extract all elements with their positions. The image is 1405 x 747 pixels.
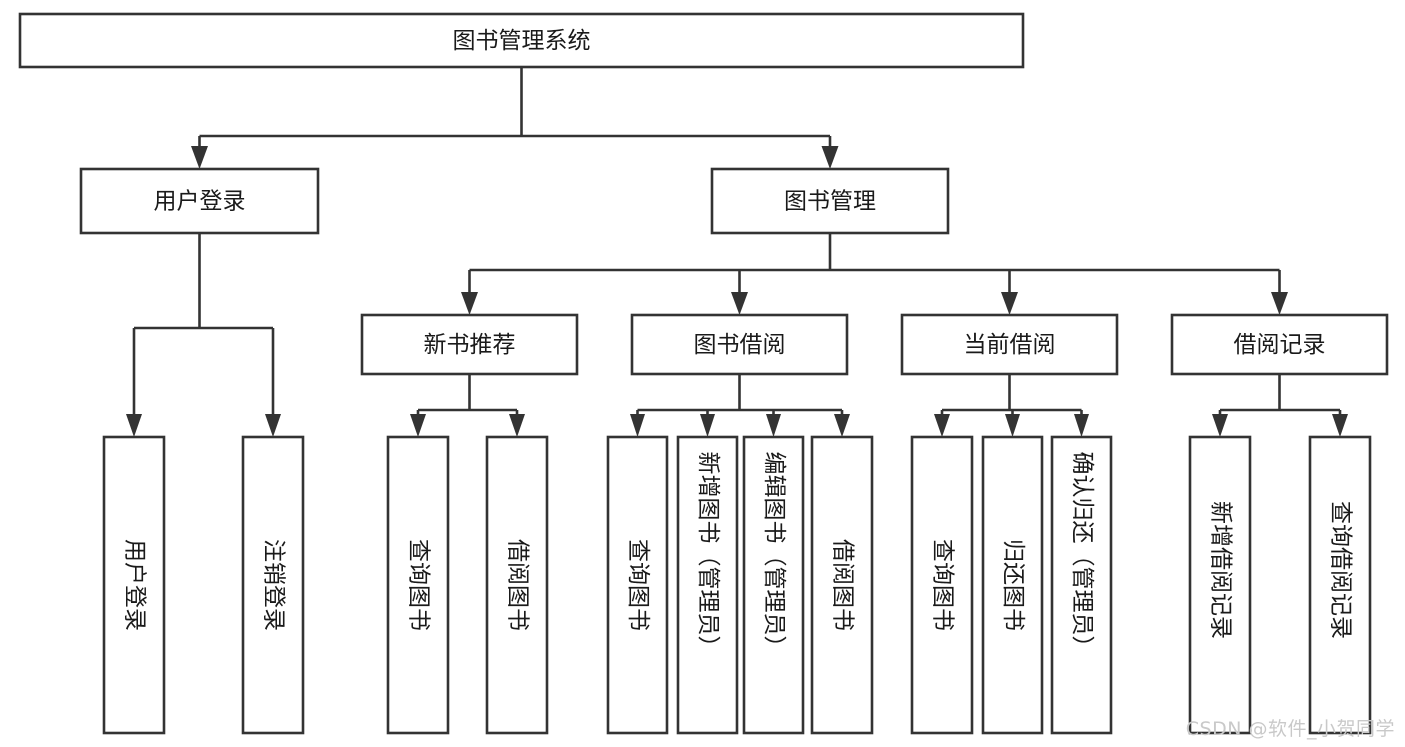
node-leaf-user-login[interactable]: 用户登录 [102, 435, 166, 735]
node-leaf-query-book-2-box[interactable] [606, 435, 669, 735]
node-root-box[interactable] [18, 12, 1025, 69]
node-leaf-edit-book-admin-label: 编辑图书（管理员） [761, 452, 787, 659]
node-leaf-query-borrow-record[interactable]: 查询借阅记录 [1308, 435, 1372, 735]
node-leaf-borrow-book-1-box[interactable] [485, 435, 549, 735]
edges-layer [126, 67, 1348, 437]
node-leaf-query-book-2-label: 查询图书 [625, 539, 651, 631]
arrow-head-icon [1271, 292, 1288, 315]
arrow-head-icon [265, 414, 281, 437]
arrow-head-icon [934, 414, 950, 437]
node-new-book-recommend-label: 新书推荐 [424, 332, 516, 358]
node-user-login-label: 用户登录 [154, 189, 246, 215]
arrow-head-icon [410, 414, 426, 437]
arrow-head-icon [461, 292, 478, 315]
node-leaf-query-borrow-record-box[interactable] [1308, 435, 1372, 735]
node-leaf-user-login-box[interactable] [102, 435, 166, 735]
arrow-head-icon [1074, 414, 1089, 437]
node-book-management[interactable]: 图书管理 [710, 167, 950, 235]
watermark-text: CSDN @软件_小贺同学 [1185, 718, 1395, 740]
node-leaf-add-book-admin-label: 新增图书（管理员） [695, 452, 721, 659]
node-new-book-recommend[interactable]: 新书推荐 [360, 313, 579, 376]
node-leaf-edit-book-admin[interactable]: 编辑图书（管理员） [742, 435, 805, 735]
node-leaf-add-borrow-record[interactable]: 新增借阅记录 [1188, 435, 1252, 735]
node-leaf-add-borrow-record-box[interactable] [1188, 435, 1252, 735]
node-book-borrow-box[interactable] [630, 313, 849, 376]
node-book-borrow-label: 图书借阅 [694, 332, 786, 358]
node-leaf-add-book-admin-box[interactable] [676, 435, 739, 735]
node-leaf-confirm-return-admin[interactable]: 确认归还（管理员） [1050, 435, 1113, 735]
arrow-head-icon [834, 414, 850, 437]
node-leaf-query-book-1-box[interactable] [386, 435, 450, 735]
node-leaf-borrow-book-1-label: 借阅图书 [505, 539, 531, 631]
node-borrow-record[interactable]: 借阅记录 [1170, 313, 1389, 376]
node-leaf-query-book-1[interactable]: 查询图书 [386, 435, 450, 735]
nodes-layer: 图书管理系统 用户登录 图书管理 新书推荐 图书借阅 当前 [18, 12, 1389, 735]
node-leaf-logout-box[interactable] [241, 435, 305, 735]
node-new-book-recommend-box[interactable] [360, 313, 579, 376]
arrow-head-icon [700, 414, 715, 437]
node-borrow-record-box[interactable] [1170, 313, 1389, 376]
arrow-head-icon [1001, 292, 1018, 315]
arrow-head-icon [821, 146, 839, 169]
node-leaf-return-book-label: 归还图书 [1000, 539, 1026, 631]
arrow-head-icon [630, 414, 645, 437]
node-leaf-add-borrow-record-label: 新增借阅记录 [1208, 501, 1234, 639]
arrow-head-icon [1332, 414, 1348, 437]
node-leaf-add-book-admin[interactable]: 新增图书（管理员） [676, 435, 739, 735]
node-leaf-borrow-book-2[interactable]: 借阅图书 [810, 435, 874, 735]
arrow-head-icon [731, 292, 748, 315]
node-leaf-confirm-return-admin-box[interactable] [1050, 435, 1113, 735]
node-user-login[interactable]: 用户登录 [79, 167, 320, 235]
node-leaf-query-book-3-box[interactable] [910, 435, 974, 735]
node-leaf-return-book-box[interactable] [981, 435, 1044, 735]
node-leaf-return-book[interactable]: 归还图书 [981, 435, 1044, 735]
node-leaf-query-book-1-label: 查询图书 [406, 539, 432, 631]
node-book-management-label: 图书管理 [784, 189, 876, 215]
node-current-borrow-box[interactable] [900, 313, 1119, 376]
node-leaf-query-book-2[interactable]: 查询图书 [606, 435, 669, 735]
node-leaf-borrow-book-2-label: 借阅图书 [830, 539, 856, 631]
node-leaf-query-book-3[interactable]: 查询图书 [910, 435, 974, 735]
node-leaf-query-borrow-record-label: 查询借阅记录 [1328, 501, 1354, 639]
node-user-login-box[interactable] [79, 167, 320, 235]
node-root[interactable]: 图书管理系统 [18, 12, 1025, 69]
node-leaf-logout[interactable]: 注销登录 [241, 435, 305, 735]
node-book-management-box[interactable] [710, 167, 950, 235]
arrow-head-icon [1005, 414, 1020, 437]
node-leaf-borrow-book-1[interactable]: 借阅图书 [485, 435, 549, 735]
arrow-head-icon [766, 414, 781, 437]
arrow-head-icon [509, 414, 525, 437]
arrow-head-icon [191, 146, 208, 169]
node-current-borrow[interactable]: 当前借阅 [900, 313, 1119, 376]
node-root-label: 图书管理系统 [453, 28, 591, 54]
node-book-borrow[interactable]: 图书借阅 [630, 313, 849, 376]
node-leaf-query-book-3-label: 查询图书 [930, 539, 956, 631]
arrow-head-icon [1212, 414, 1228, 437]
node-leaf-logout-label: 注销登录 [261, 539, 287, 631]
node-leaf-user-login-label: 用户登录 [122, 539, 148, 631]
node-leaf-edit-book-admin-box[interactable] [742, 435, 805, 735]
node-current-borrow-label: 当前借阅 [964, 332, 1056, 358]
node-leaf-confirm-return-admin-label: 确认归还（管理员） [1069, 452, 1095, 659]
arrow-head-icon [126, 414, 142, 437]
node-borrow-record-label: 借阅记录 [1234, 332, 1326, 358]
node-leaf-borrow-book-2-box[interactable] [810, 435, 874, 735]
